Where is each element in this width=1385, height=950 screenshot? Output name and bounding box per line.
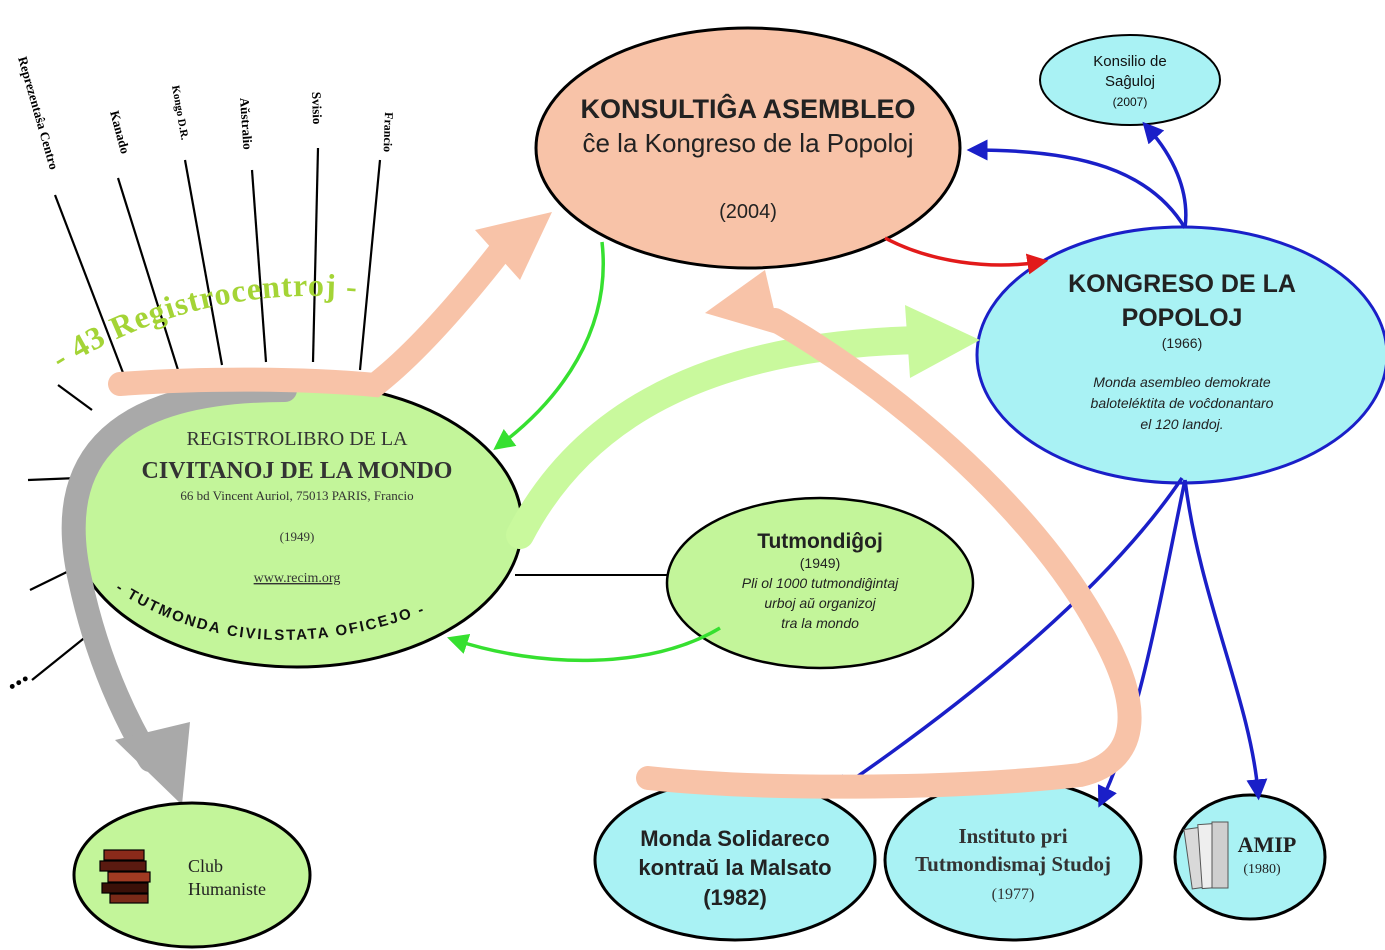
konsilio-ellipse	[1039, 34, 1221, 126]
kongreso-year: (1966)	[1162, 335, 1202, 351]
monda-line2: kontraŭ la Malsato	[638, 855, 831, 880]
tutmondigoj-desc1: Pli ol 1000 tutmondiĝintaj	[742, 575, 899, 591]
registrolibro-address: 66 bd Vincent Auriol, 75013 PARIS, Franc…	[180, 488, 413, 503]
arrow-kongreso-to-konsultiga	[966, 139, 1187, 229]
salmon-arrow-big	[636, 270, 1142, 799]
arrow-konsultiga-to-registrolibro	[493, 241, 605, 451]
ray-line	[116, 177, 180, 371]
ray-label-reprezentasa: Reprezentaŝa Centro	[15, 55, 62, 171]
node-monda[interactable]: Monda Solidareco kontraŭ la Malsato (198…	[593, 778, 877, 942]
konsultiga-title: KONSULTIĜA ASEMBLEO	[581, 93, 916, 124]
club-line1: Club	[188, 856, 223, 876]
node-instituto[interactable]: Instituto pri Tutmondismaj Studoj (1977)	[883, 778, 1143, 942]
instituto-line2: Tutmondismaj Studoj	[915, 852, 1111, 876]
tutmondigoj-desc3: tra la mondo	[781, 615, 859, 631]
monda-year: (1982)	[703, 885, 767, 910]
amip-year: (1980)	[1243, 862, 1281, 877]
arrow-kongreso-to-monda	[831, 477, 1184, 795]
registrolibro-line1: REGISTROLIBRO DE LA	[186, 428, 408, 450]
books-icon	[99, 849, 151, 904]
ray-line	[57, 384, 93, 411]
kongreso-line1: KONGRESO DE LA	[1068, 270, 1296, 298]
konsultiga-year: (2004)	[719, 201, 777, 223]
registrolibro-line2: CIVITANOJ DE LA MONDO	[142, 458, 453, 484]
ray-label-kongo: Kongo D.R.	[169, 84, 190, 141]
node-kongreso[interactable]: KONGRESO DE LA POPOLOJ (1966) Monda asem…	[975, 225, 1385, 485]
registrolibro-year: (1949)	[280, 529, 315, 544]
ray-line	[53, 194, 127, 379]
documents-icon	[1183, 821, 1229, 890]
konsilio-line1: Konsilio de	[1093, 53, 1166, 70]
kongreso-desc1: Monda asembleo demokrate	[1093, 374, 1271, 390]
ray-line	[250, 169, 268, 363]
ray-line	[183, 159, 224, 366]
ray-ellipsis: ...	[0, 656, 33, 696]
ray-label-kanado: Kanado	[107, 109, 133, 155]
ray-label-svisio: Svisio	[309, 92, 325, 125]
node-amip[interactable]: AMIP (1980)	[1173, 793, 1327, 921]
konsultiga-subtitle: ĉe la Kongreso de la Popoloj	[582, 128, 913, 158]
ray-label-francio: Francio	[381, 112, 396, 152]
tutmondigoj-title: Tutmondiĝoj	[757, 530, 883, 553]
node-tutmondigoj[interactable]: Tutmondiĝoj (1949) Pli ol 1000 tutmondiĝ…	[665, 496, 975, 670]
monda-line1: Monda Solidareco	[640, 826, 829, 851]
registrolibro-url[interactable]: www.recim.org	[254, 571, 341, 586]
arrow-kongreso-to-konsilio	[1142, 121, 1188, 229]
registrocentroj-rays	[27, 147, 382, 681]
club-ellipse	[72, 801, 312, 949]
instituto-line1: Instituto pri	[958, 824, 1067, 848]
konsilio-year: (2007)	[1113, 95, 1148, 109]
arrow-konsultiga-to-kongreso	[884, 236, 1049, 275]
node-konsultiga[interactable]: KONSULTIĜA ASEMBLEO ĉe la Kongreso de la…	[534, 26, 962, 270]
tutmondigoj-desc2: urboj aŭ organizoj	[764, 595, 876, 611]
amip-title: AMIP	[1238, 832, 1297, 857]
arrow-tutmondigoj-to-registrolibro	[447, 626, 721, 663]
arrow-kongreso-to-amip	[1183, 479, 1268, 801]
node-club[interactable]: Club Humaniste	[72, 801, 312, 949]
club-line2: Humaniste	[188, 879, 266, 899]
ray-line	[31, 634, 89, 681]
node-konsilio[interactable]: Konsilio de Saĝuloj (2007)	[1039, 34, 1221, 126]
konsilio-line2: Saĝuloj	[1105, 73, 1155, 90]
kongreso-line2: POPOLOJ	[1122, 304, 1243, 332]
ray-labels: Reprezentaŝa Centro Kanado Kongo D.R. Aŭ…	[15, 55, 396, 171]
ray-line	[358, 159, 382, 371]
green-arrows	[447, 241, 721, 663]
instituto-year: (1977)	[992, 886, 1035, 903]
salmon-arrow-up	[108, 212, 552, 398]
ray-label-australio: Aŭstralio	[237, 97, 256, 150]
kongreso-ellipse	[975, 225, 1385, 485]
ray-line	[311, 147, 320, 363]
konsultiga-ellipse	[534, 26, 962, 270]
tutmondigoj-year: (1949)	[800, 555, 840, 571]
kongreso-desc2: baloteléktita de voĉdonantaro	[1091, 395, 1274, 411]
gray-arrow	[61, 378, 297, 805]
kongreso-desc3: el 120 landoj.	[1140, 416, 1223, 432]
tutmondigoj-ellipse	[665, 496, 975, 670]
